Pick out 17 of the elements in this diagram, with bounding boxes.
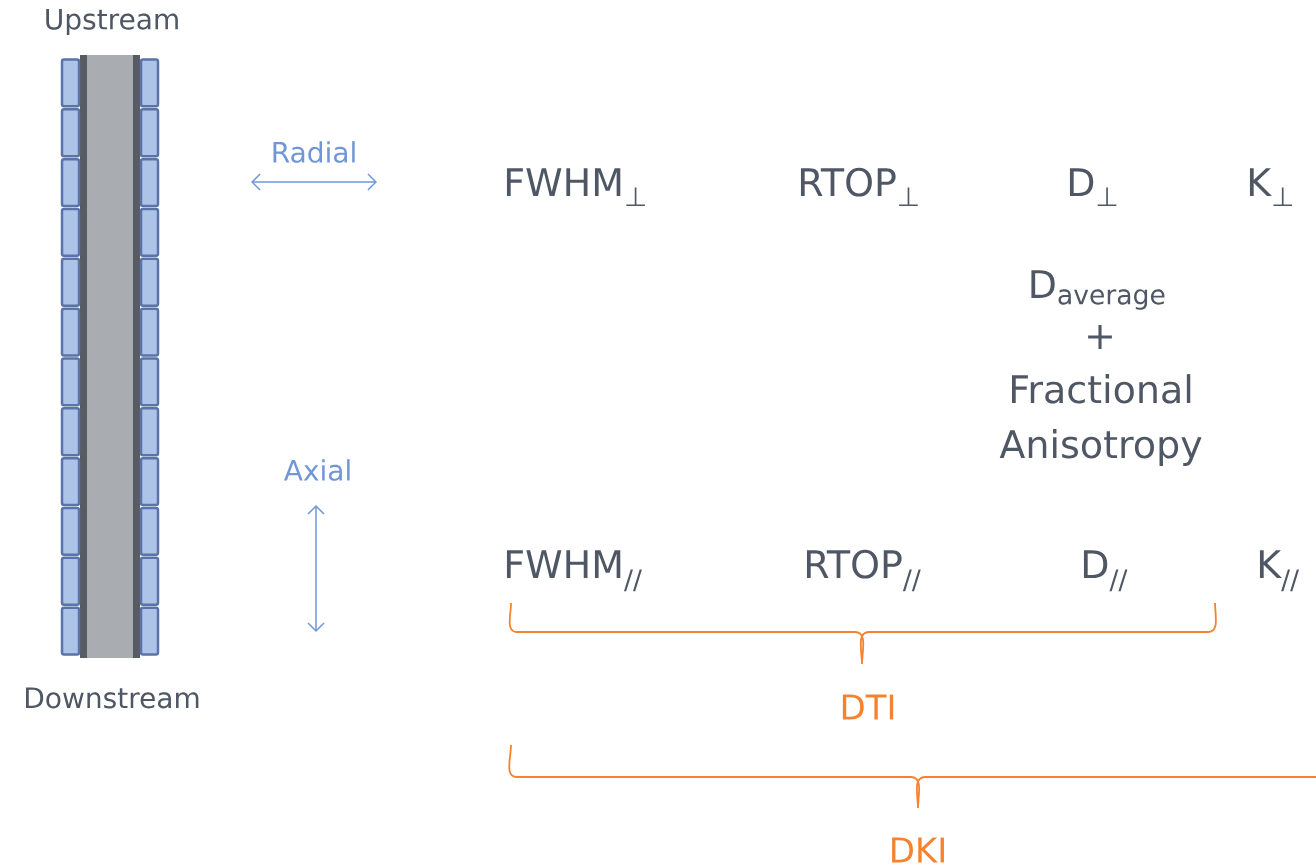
parameter-label: D$_{⊥}$ [1069, 168, 1117, 207]
direction-label: Axial [284, 459, 350, 481]
parameter-label: Fractional Anisotropy [999, 374, 1202, 466]
direction-label: Upstream [46, 8, 178, 36]
parameter-label: FWHM$_{⊥}$ [506, 168, 645, 207]
plus-sign: + [1088, 325, 1112, 349]
bracket-label: DKI [892, 837, 944, 863]
direction-label: Downstream [26, 687, 199, 709]
parameter-label: FWHM$_{//}$ [506, 550, 642, 592]
parameter-label: D$_{//}$ [1083, 550, 1128, 592]
parameter-label: K$_{//}$ [1259, 550, 1300, 592]
parameter-label: D$_{average}$ [1031, 270, 1165, 310]
bracket-label: DTI [842, 694, 894, 720]
parameter-label: RTOP$_{//}$ [806, 549, 921, 592]
direction-label: Radial [273, 141, 355, 163]
parameter-label: RTOP$_{⊥}$ [800, 167, 918, 207]
parameter-label: K$_{⊥}$ [1249, 168, 1293, 207]
